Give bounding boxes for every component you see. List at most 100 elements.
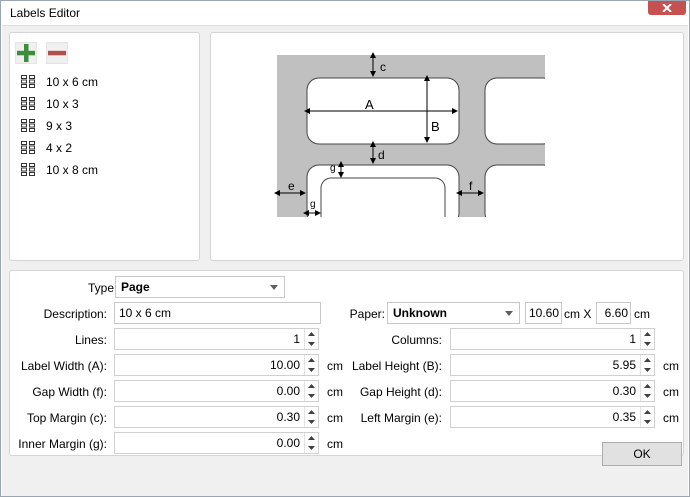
paper-width-input[interactable]: 10.60 — [525, 302, 562, 324]
spin-up-icon[interactable] — [641, 355, 654, 365]
spin-down-icon[interactable] — [305, 365, 318, 375]
spin-down-icon[interactable] — [305, 443, 318, 453]
description-input[interactable]: 10 x 6 cm — [114, 302, 321, 324]
spin-down-icon[interactable] — [305, 339, 318, 349]
lines-label: Lines: — [74, 333, 107, 347]
spin-down-icon[interactable] — [305, 417, 318, 427]
paper-height-input[interactable]: 6.60 — [596, 302, 631, 324]
dialog-body: 10 x 6 cm 10 x 3 — [2, 25, 688, 496]
list-item-label: 10 x 8 cm — [46, 163, 99, 177]
spin-down-icon[interactable] — [641, 417, 654, 427]
spin-up-icon[interactable] — [305, 355, 318, 365]
dimension-d-label: d — [378, 148, 385, 162]
spin-up-icon[interactable] — [305, 433, 318, 443]
spin-down-icon[interactable] — [641, 391, 654, 401]
grid-icon — [21, 97, 35, 110]
grid-icon — [21, 75, 35, 88]
inner-margin-stepper[interactable]: 0.00 — [114, 432, 319, 454]
label-height-stepper[interactable]: 5.95 — [450, 354, 655, 376]
columns-label: Columns: — [391, 333, 442, 347]
label-height-unit: cm — [663, 359, 679, 373]
add-label-button[interactable] — [15, 42, 37, 64]
close-icon — [662, 4, 672, 12]
list-item[interactable]: 9 x 3 — [11, 115, 198, 137]
spin-down-icon[interactable] — [641, 339, 654, 349]
label-settings-form: Type Page Description: 10 x 6 cm Paper: … — [9, 270, 684, 456]
top-margin-label: Top Margin (c): — [26, 411, 107, 425]
left-margin-label: Left Margin (e): — [360, 411, 442, 425]
dimension-g-top-label: g — [330, 163, 336, 174]
gap-height-value: 0.30 — [612, 384, 636, 398]
list-item-label: 10 x 3 — [46, 97, 79, 111]
paper-width-unit: cm X — [564, 307, 592, 321]
paper-label: Paper: — [349, 307, 385, 321]
spin-down-icon[interactable] — [305, 391, 318, 401]
label-width-unit: cm — [327, 359, 343, 373]
label-width-stepper[interactable]: 10.00 — [114, 354, 319, 376]
list-item[interactable]: 4 x 2 — [11, 137, 198, 159]
spin-up-icon[interactable] — [305, 381, 318, 391]
chevron-down-icon — [505, 311, 513, 316]
gap-width-unit: cm — [327, 385, 343, 399]
label-right-top — [484, 77, 556, 145]
inner-margin-value: 0.00 — [276, 436, 300, 450]
top-margin-stepper[interactable]: 0.30 — [114, 406, 319, 428]
top-margin-unit: cm — [327, 411, 343, 425]
type-select[interactable]: Page — [115, 276, 285, 298]
ok-button[interactable]: OK — [602, 442, 682, 466]
lines-value: 1 — [293, 332, 300, 346]
label-height-label: Label Height (B): — [351, 359, 442, 373]
dimension-e-label: e — [288, 179, 295, 193]
list-item-label: 10 x 6 cm — [46, 75, 99, 89]
paper-select[interactable]: Unknown — [387, 302, 520, 324]
list-item-label: 9 x 3 — [46, 119, 73, 133]
left-margin-unit: cm — [663, 411, 679, 425]
list-item[interactable]: 10 x 8 cm — [11, 159, 198, 181]
spin-up-icon[interactable] — [641, 381, 654, 391]
title-bar: Labels Editor — [1, 1, 689, 25]
gap-width-label: Gap Width (f): — [32, 385, 107, 399]
top-margin-value: 0.30 — [276, 410, 300, 424]
spin-up-icon[interactable] — [305, 407, 318, 417]
spin-up-icon[interactable] — [305, 329, 318, 339]
paper-height-unit: cm — [634, 307, 650, 321]
dimension-b-label: B — [431, 119, 440, 134]
gap-height-stepper[interactable]: 0.30 — [450, 380, 655, 402]
lines-stepper[interactable]: 1 — [114, 328, 319, 350]
columns-stepper[interactable]: 1 — [450, 328, 655, 350]
label-right-bottom — [484, 164, 556, 226]
remove-label-button[interactable] — [46, 42, 68, 64]
gap-height-unit: cm — [663, 385, 679, 399]
gap-width-value: 0.00 — [276, 384, 300, 398]
inner-margin-label: Inner Margin (g): — [18, 437, 107, 451]
list-item[interactable]: 10 x 6 cm — [11, 71, 198, 93]
left-margin-stepper[interactable]: 0.35 — [450, 406, 655, 428]
paper-select-value: Unknown — [393, 306, 447, 320]
grid-icon — [21, 163, 35, 176]
gap-width-stepper[interactable]: 0.00 — [114, 380, 319, 402]
list-item[interactable]: 10 x 3 — [11, 93, 198, 115]
type-select-value: Page — [121, 280, 150, 294]
label-height-value: 5.95 — [612, 358, 636, 372]
spin-down-icon[interactable] — [641, 365, 654, 375]
dimension-a-label: A — [365, 97, 374, 112]
dimension-f-label: f — [469, 179, 473, 193]
layout-preview-panel: A B c d g e g f — [210, 32, 684, 261]
description-label: Description: — [43, 307, 107, 321]
spin-up-icon[interactable] — [641, 407, 654, 417]
label-layout-diagram: A B c d g e g f — [274, 52, 565, 260]
left-margin-value: 0.35 — [612, 410, 636, 424]
label-width-value: 10.00 — [269, 358, 300, 372]
chevron-down-icon — [270, 285, 278, 290]
columns-value: 1 — [629, 332, 636, 346]
type-label: Type — [87, 281, 114, 295]
label-width-label: Label Width (A): — [20, 359, 107, 373]
label-list: 10 x 6 cm 10 x 3 — [11, 71, 198, 181]
minus-icon — [48, 50, 66, 56]
plus-icon — [17, 44, 35, 62]
grid-icon — [21, 141, 35, 154]
spin-up-icon[interactable] — [641, 329, 654, 339]
gap-height-label: Gap Height (d): — [359, 385, 442, 399]
close-button[interactable] — [648, 1, 686, 15]
